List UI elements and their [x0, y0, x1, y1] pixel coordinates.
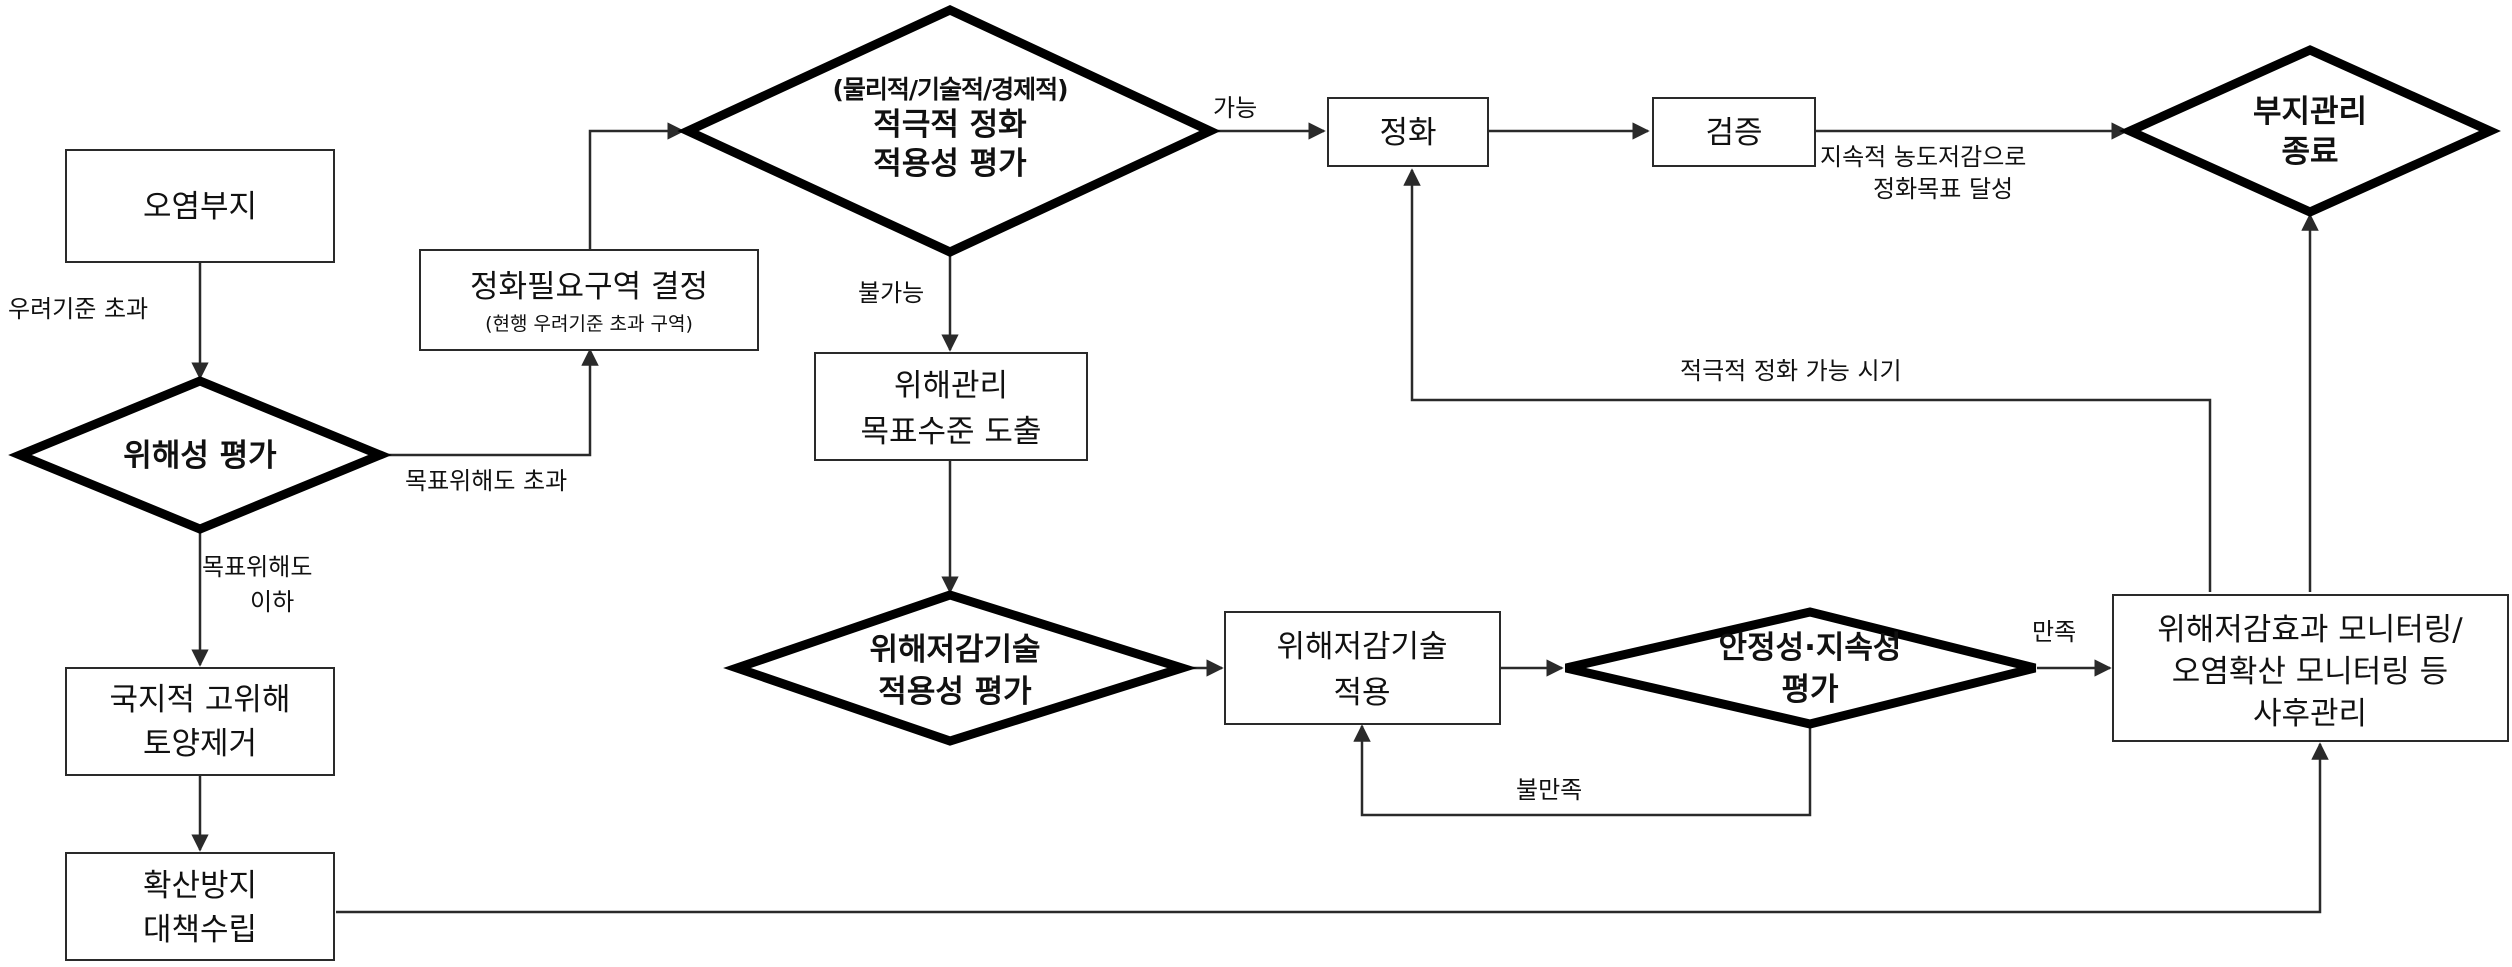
node-label-line1: 국지적 고위해: [110, 682, 291, 718]
node-label-line1: 위해저감기술: [869, 632, 1040, 668]
edge-spread-to-postmgmt: [336, 742, 2329, 914]
node-verification: 검증: [1652, 97, 1816, 167]
node-label: 오염부지: [143, 189, 257, 225]
node-label-line2: 오염확산 모니터링 등: [2172, 654, 2448, 690]
node-local-removal: 국지적 고위해 토양제거: [65, 667, 335, 776]
label-unsatisfied: 불만족: [1516, 776, 1582, 804]
label-satisfied: 만족: [2032, 618, 2076, 646]
node-label: 위해성 평가: [123, 438, 277, 474]
node-label-line1: 안정성·지속성: [1719, 630, 1902, 666]
node-label-line1: 확산방지: [143, 868, 257, 904]
node-label-line1: 위해관리: [894, 368, 1008, 404]
node-stability-eval: 안정성·지속성 평가: [1564, 607, 2037, 729]
node-label-line2: 종료: [2281, 134, 2338, 170]
node-label-line2: 적용: [1333, 675, 1390, 711]
label-possible: 가능: [1213, 94, 1257, 122]
node-label-line2: 목표수준 도출: [861, 414, 1042, 450]
node-spread-prevent: 확산방지 대책수립: [65, 852, 335, 961]
node-label-line3: 사후관리: [2253, 696, 2367, 732]
node-label-line2: 평가: [1781, 672, 1839, 708]
node-label-line3: 적용성 평가: [873, 146, 1027, 182]
node-contaminated-site: 오염부지: [65, 149, 335, 263]
node-label-line2: 대책수립: [143, 912, 257, 948]
node-label-line1: (물리적/기술적/경제적): [832, 75, 1067, 104]
label-below-target: 목표위해도: [202, 553, 312, 581]
label-active-remediation-possible: 적극적 정화 가능 시기: [1680, 357, 1902, 385]
node-risk-goal: 위해관리 목표수준 도출: [814, 352, 1088, 461]
node-site-end: 부지관리 종료: [2119, 45, 2501, 217]
node-label-line2: 토양제거: [143, 726, 257, 762]
node-label-line2: 적용성 평가: [878, 674, 1032, 710]
node-label: 검증: [1705, 115, 1762, 151]
node-label-line1: 위해저감효과 모니터링/: [2157, 612, 2463, 648]
label-impossible: 불가능: [858, 279, 924, 307]
label-exceed-concern: 우려기준 초과: [8, 295, 148, 323]
node-sublabel: (현행 우려기준 초과 구역): [485, 313, 693, 335]
node-risk-assessment: 위해성 평가: [8, 376, 392, 534]
label-target-achieved-2: 정화목표 달성: [1873, 175, 2013, 203]
node-tech-eval: 위해저감기술 적용성 평가: [723, 590, 1197, 746]
edge-zone-to-remeval: [588, 122, 685, 250]
label-exceed-target: 목표위해도 초과: [405, 467, 567, 495]
label-target-achieved: 지속적 농도저감으로: [1820, 143, 2026, 171]
edge-risk-to-zone: [380, 348, 599, 457]
connectors: [191, 122, 2329, 914]
node-remediation: 정화: [1327, 97, 1489, 167]
label-below-target-2: 이하: [250, 588, 294, 616]
node-label: 정화: [1379, 115, 1436, 151]
node-tech-apply: 위해저감기술 적용: [1224, 611, 1501, 725]
node-label-line1: 위해저감기술: [1276, 629, 1447, 665]
edge-labels: 우려기준 초과 목표위해도 초과 목표위해도 이하 가능 불가능 지속적 농도저…: [8, 94, 2076, 804]
edge-postmgmt-back-to-remediation: [1403, 168, 2212, 592]
node-label: 정화필요구역 결정: [470, 269, 708, 305]
edge-stability-back-to-apply: [1353, 720, 1812, 817]
node-zone-decision: 정화필요구역 결정 (현행 우려기준 초과 구역): [419, 249, 759, 351]
node-label-line1: 부지관리: [2253, 94, 2367, 130]
node-remediation-eval: (물리적/기술적/경제적) 적극적 정화 적용성 평가: [677, 5, 1221, 257]
node-label-line2: 적극적 정화: [873, 107, 1027, 143]
node-post-management: 위해저감효과 모니터링/ 오염확산 모니터링 등 사후관리: [2112, 594, 2509, 742]
